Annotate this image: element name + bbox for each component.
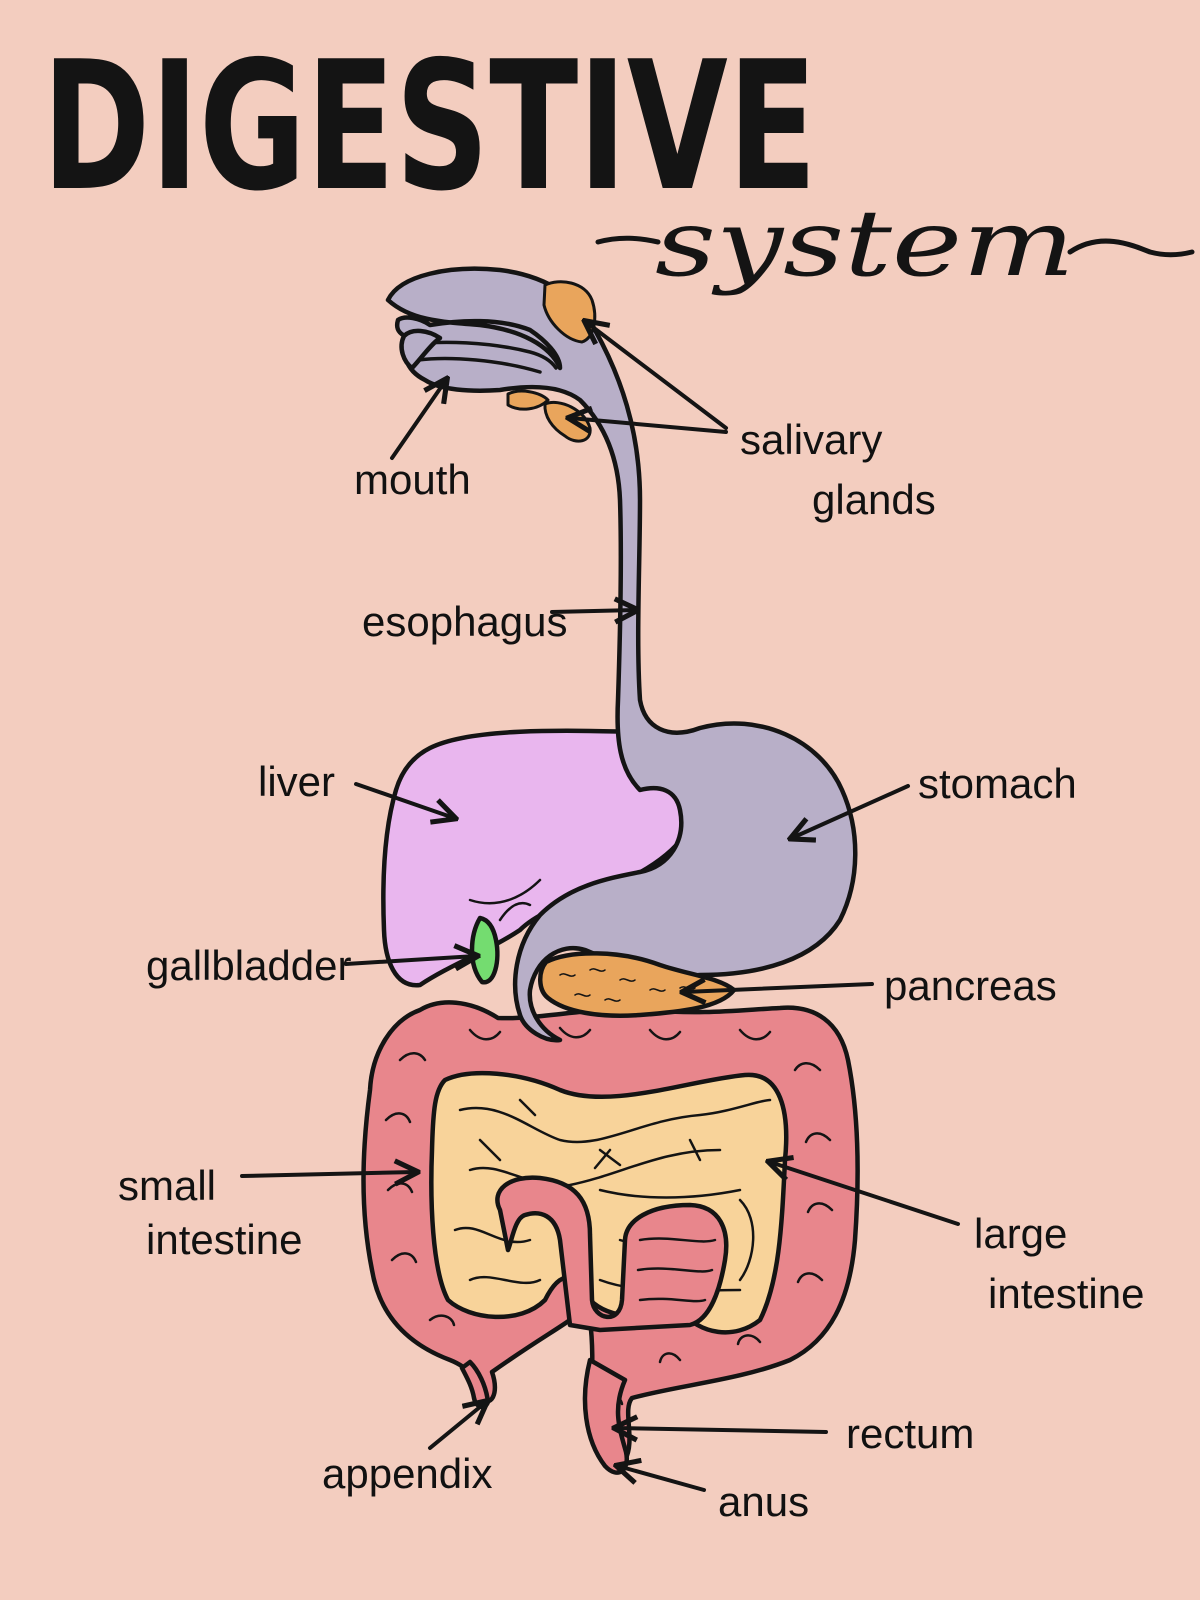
subtitle-flourish-right	[1067, 238, 1195, 258]
label-large-intestine: intestine	[988, 1270, 1144, 1317]
upper-digestive-tract	[385, 266, 858, 1043]
leader-rectum	[616, 1428, 828, 1432]
subtitle: system	[655, 190, 1075, 297]
gallbladder	[469, 915, 500, 985]
leader-stomach	[792, 784, 910, 838]
small-intestine	[429, 1070, 789, 1335]
title: DIGESTIVE	[42, 23, 817, 230]
label-salivary: salivary	[740, 416, 882, 463]
leader-esophagus	[550, 610, 636, 612]
label-glands: glands	[812, 476, 936, 523]
label-mouth: mouth	[354, 456, 471, 503]
label-large: large	[974, 1210, 1067, 1257]
leader-large-intestine	[770, 1162, 960, 1226]
leader-lines	[240, 322, 960, 1492]
label-esophagus: esophagus	[362, 598, 568, 645]
label-stomach: stomach	[918, 760, 1077, 807]
leader-small-intestine	[240, 1172, 416, 1176]
label-small-intestine: intestine	[146, 1216, 302, 1263]
leader-gallbladder	[344, 956, 476, 964]
leader-appendix	[428, 1402, 486, 1450]
label-gallbladder: gallbladder	[146, 942, 352, 989]
leader-salivary-bottom	[570, 418, 728, 434]
leader-salivary-top	[586, 322, 728, 430]
leader-pancreas	[684, 984, 874, 992]
label-appendix: appendix	[322, 1450, 492, 1497]
leader-anus	[618, 1466, 706, 1492]
label-anus: anus	[718, 1478, 809, 1525]
label-pancreas: pancreas	[884, 962, 1057, 1009]
label-small: small	[118, 1162, 216, 1209]
subtitle-flourish-left	[595, 235, 661, 245]
label-rectum: rectum	[846, 1410, 974, 1457]
leader-liver	[354, 782, 454, 818]
labels: mouth salivary glands esophagus liver st…	[118, 416, 1144, 1525]
label-liver: liver	[258, 758, 335, 805]
leader-mouth	[390, 380, 446, 460]
